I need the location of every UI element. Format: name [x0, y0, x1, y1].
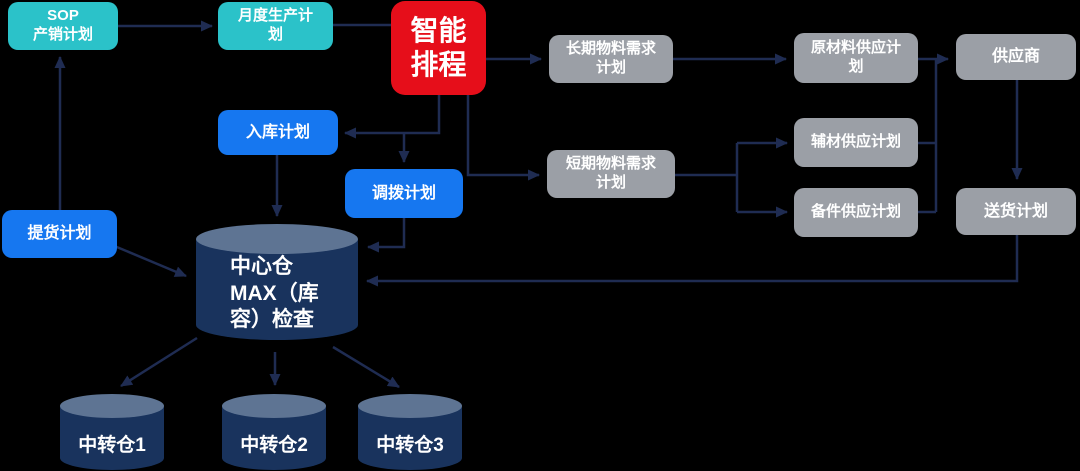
node-shortterm-material-demand-plan: 短期物料需求 计划 — [547, 150, 675, 198]
cylinder-top-ellipse — [196, 224, 358, 254]
transit-warehouse-1-label: 中转仓1 — [78, 435, 146, 456]
edge-scheduling-to-shortterm — [466, 95, 540, 181]
node-pickup-plan: 提货计划 — [2, 210, 117, 258]
edge-delivery-to-central — [366, 235, 1019, 287]
edge-pickup-to-central — [111, 243, 187, 278]
node-transit-warehouse-1: 中转仓1 — [60, 394, 164, 470]
cylinder-top-ellipse — [222, 394, 326, 418]
node-spare-parts-supply-plan: 备件供应计划 — [794, 188, 918, 237]
node-delivery-plan: 送货计划 — [956, 188, 1076, 235]
edge-central-to-transit1 — [120, 336, 198, 388]
node-raw-material-supply-plan: 原材料供应计 划 — [794, 33, 918, 83]
cylinder-top-ellipse — [60, 394, 164, 418]
node-sop-sales-plan: SOP 产销计划 — [8, 2, 118, 50]
node-auxiliary-material-supply-plan: 辅材供应计划 — [794, 118, 918, 167]
transit-warehouse-2-label: 中转仓2 — [240, 435, 308, 456]
node-transfer-plan: 调拨计划 — [345, 169, 463, 218]
edge-transfer-to-central — [367, 218, 406, 253]
node-smart-scheduling: 智能 排程 — [391, 1, 486, 95]
transit-warehouse-3-label: 中转仓3 — [376, 435, 444, 456]
cylinder-top-ellipse — [358, 394, 462, 418]
node-supplier: 供应商 — [956, 34, 1076, 80]
cylinder-body — [196, 239, 358, 340]
node-central-warehouse-capacity-check: 中心仓 MAX（库 容）检查 — [196, 224, 358, 340]
node-transit-warehouse-3: 中转仓3 — [358, 394, 462, 470]
edge-central-to-transit3 — [332, 345, 400, 389]
node-transit-warehouse-2: 中转仓2 — [222, 394, 326, 470]
node-monthly-production-plan: 月度生产计 划 — [218, 2, 333, 50]
node-inbound-plan: 入库计划 — [218, 110, 338, 155]
node-longterm-material-demand-plan: 长期物料需求 计划 — [549, 35, 673, 83]
edge-scheduling-to-inbound — [344, 95, 441, 139]
central-warehouse-label: 中心仓 MAX（库 容）检查 — [230, 255, 319, 332]
